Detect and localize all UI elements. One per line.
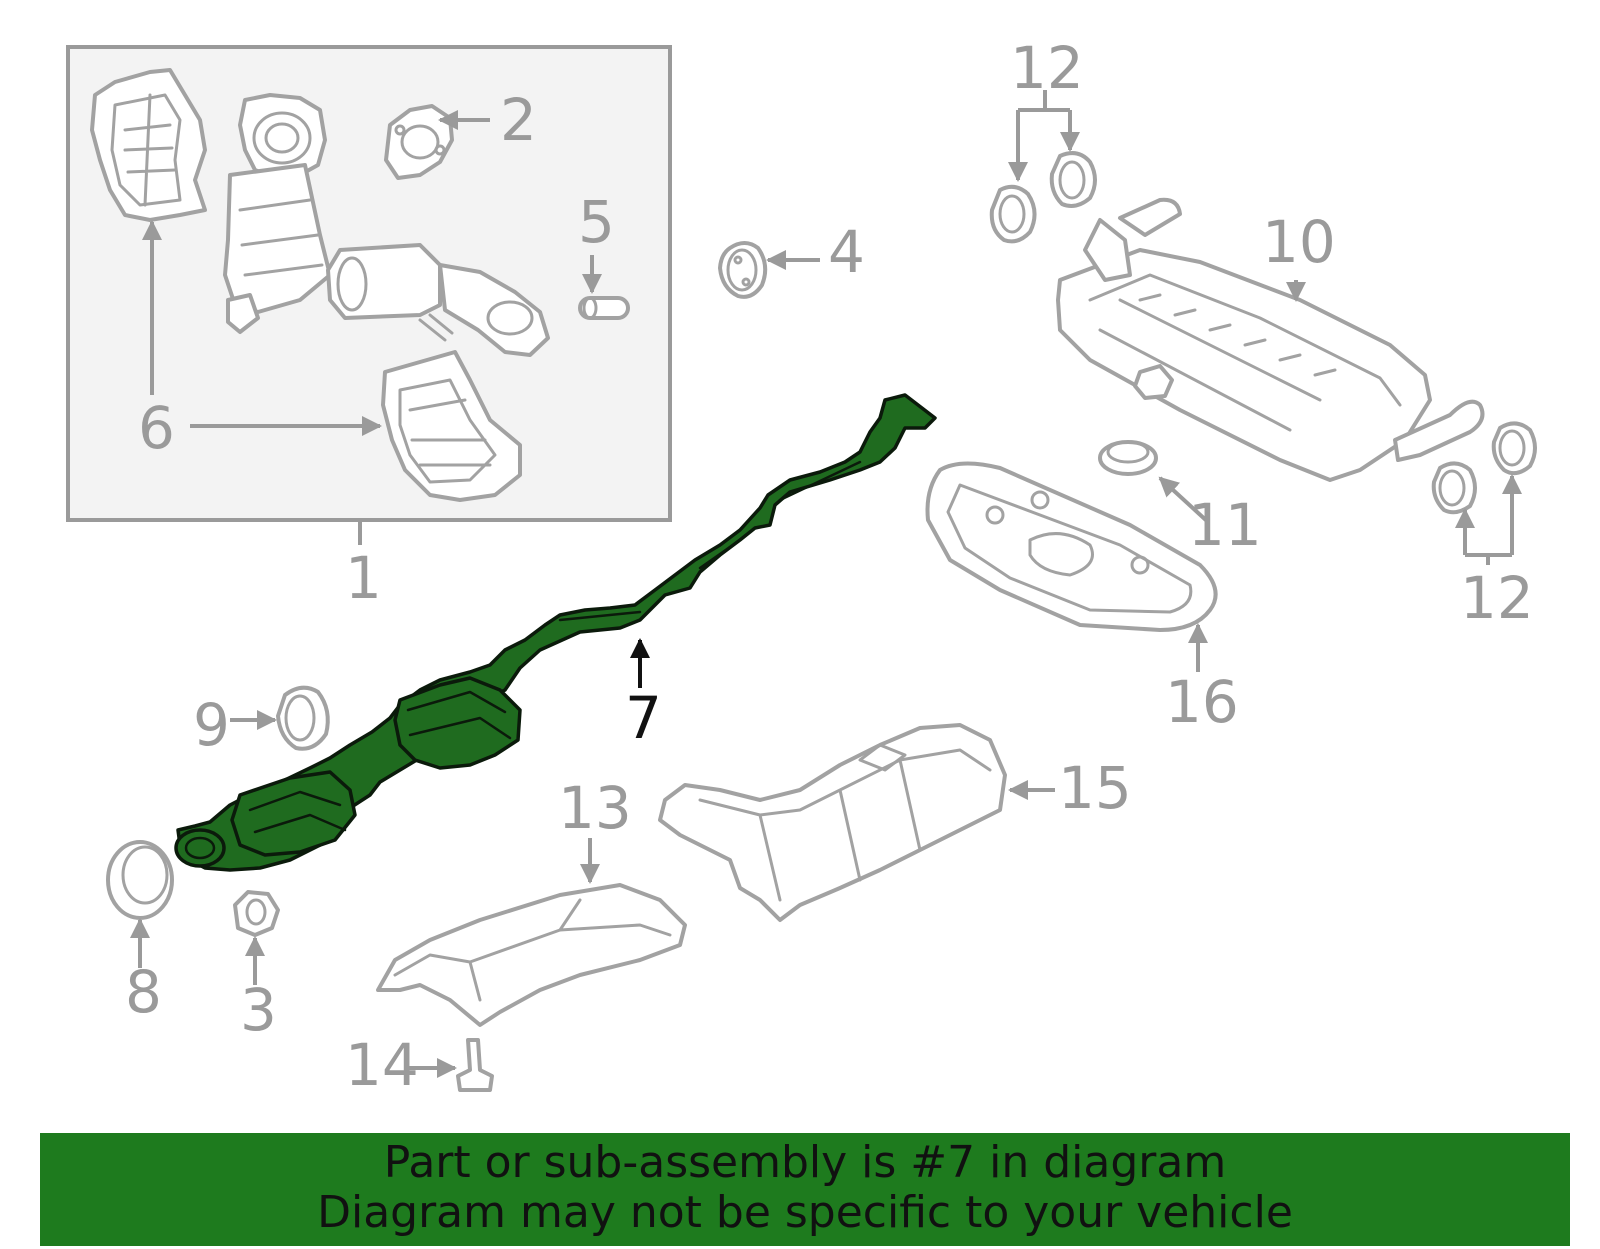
manifold-gasket — [384, 104, 454, 180]
manifold-heat-shield-lower — [381, 350, 522, 502]
converter-and-pipe-highlighted — [174, 393, 937, 872]
floor-heat-shield-16 — [925, 461, 1218, 672]
flange-nut-3 — [233, 890, 280, 985]
callout-4: 4 — [828, 218, 865, 286]
callout-8: 8 — [125, 958, 162, 1026]
exhaust-manifold-converter — [223, 93, 550, 357]
callout-12-bottom: 12 — [1460, 564, 1534, 632]
callout-9: 9 — [193, 691, 230, 759]
callout-5: 5 — [578, 188, 615, 256]
banner-line-disclaimer: Diagram may not be specific to your vehi… — [317, 1187, 1293, 1238]
exhaust-isolators-12-top — [989, 90, 1097, 244]
manifold-heat-shield-upper — [90, 68, 207, 222]
exhaust-isolator-9 — [230, 685, 330, 751]
banner-line-part: Part or sub-assembly is #7 in diagram — [383, 1137, 1227, 1188]
callout-11: 11 — [1188, 491, 1262, 559]
heat-shield-15 — [658, 723, 1055, 922]
callout-12-top: 12 — [1010, 34, 1084, 102]
callout-13: 13 — [558, 774, 632, 842]
stud-pin — [578, 296, 630, 320]
callout-2: 2 — [500, 86, 537, 154]
callout-3: 3 — [240, 976, 277, 1044]
part-info-banner: Part or sub-assembly is #7 in diagram Di… — [40, 1133, 1570, 1246]
push-pin-bolt-14 — [405, 1038, 494, 1092]
rear-muffler — [1056, 197, 1485, 482]
callout-1: 1 — [345, 544, 382, 612]
seal-ring-8 — [106, 840, 174, 968]
exhaust-isolators-12-bottom — [1431, 421, 1537, 565]
heat-shield-13 — [376, 838, 687, 1027]
callout-15: 15 — [1058, 754, 1132, 822]
callout-14: 14 — [345, 1031, 419, 1099]
callout-16: 16 — [1165, 668, 1239, 736]
callout-6: 6 — [138, 394, 175, 462]
exhaust-isolator-4 — [718, 241, 820, 299]
callout-7: 7 — [625, 684, 662, 752]
exhaust-ring-gasket — [1098, 440, 1210, 524]
callout-10: 10 — [1262, 208, 1336, 276]
